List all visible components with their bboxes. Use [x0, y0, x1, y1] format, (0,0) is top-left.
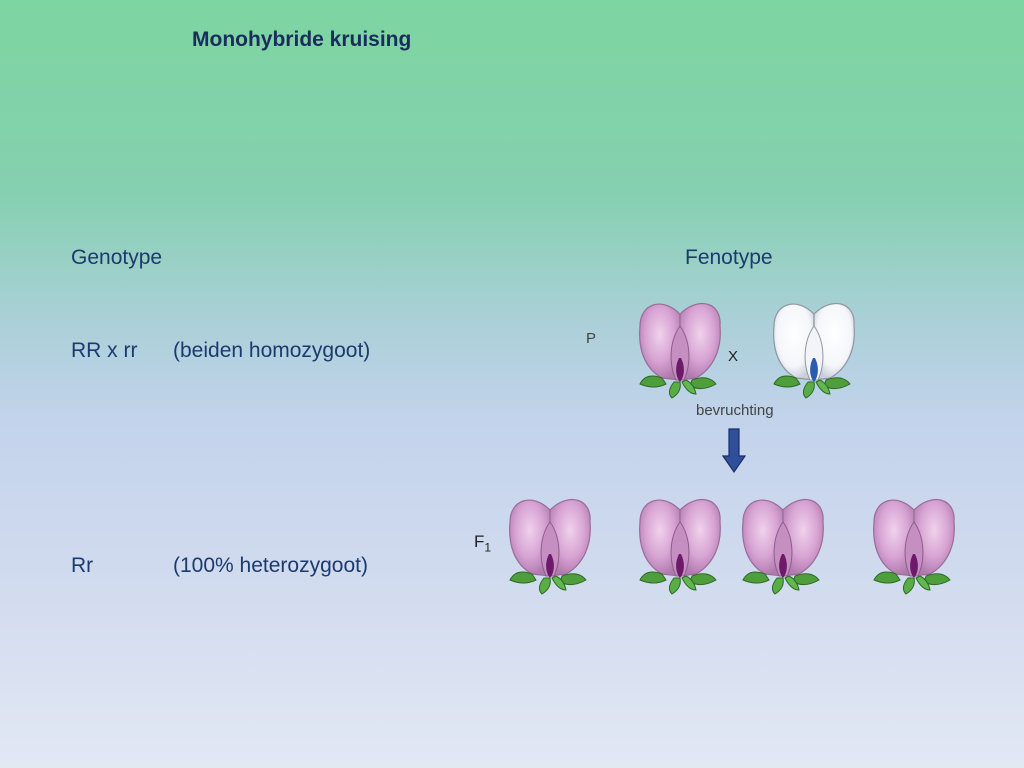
purple-flower-offspring-4 [866, 492, 961, 595]
genotype-heading: Genotype [71, 246, 163, 269]
fertilization-label: bevruchting [696, 402, 774, 419]
purple-flower-offspring-2 [632, 492, 727, 595]
cross-symbol: X [728, 348, 739, 365]
slide-title: Monohybride kruising [192, 28, 412, 51]
f1-generation-label: F1 [474, 532, 492, 555]
white-flower-parent [766, 296, 861, 399]
p-genotype: RR x rr [71, 339, 138, 362]
f1-genotype: Rr [71, 554, 94, 577]
p-generation-label: P [586, 330, 597, 347]
purple-flower-offspring-1 [502, 492, 597, 595]
fenotype-heading: Fenotype [685, 246, 773, 269]
down-arrow-icon [722, 428, 746, 474]
f1-description: (100% heterozygoot) [173, 554, 368, 577]
purple-flower-parent [632, 296, 727, 399]
p-description: (beiden homozygoot) [173, 339, 371, 362]
purple-flower-offspring-3 [735, 492, 830, 595]
